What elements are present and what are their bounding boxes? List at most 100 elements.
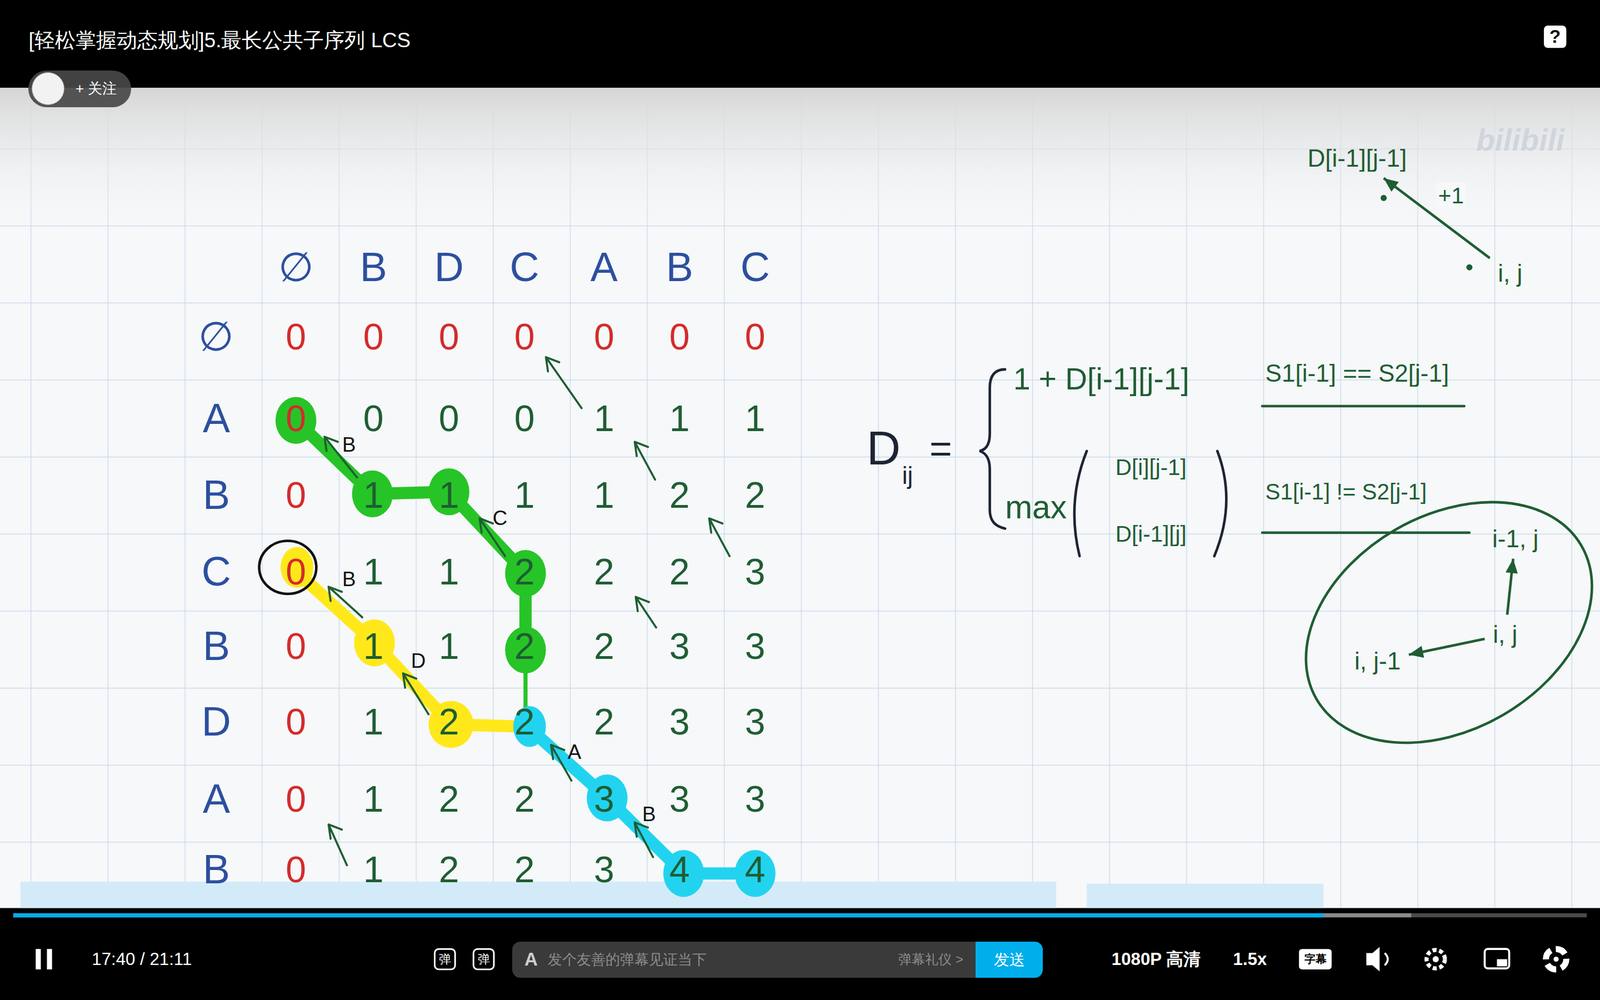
help-icon — [1543, 25, 1567, 48]
path-arrows — [324, 436, 653, 858]
row-header: A — [202, 775, 230, 823]
formula-condition: S1[i-1] != S2[j-1] — [1265, 478, 1428, 505]
avatar — [31, 72, 65, 105]
table-cell: 3 — [593, 848, 615, 891]
arrow-head — [1505, 558, 1518, 574]
title-bar — [0, 0, 1600, 88]
top-shade — [0, 87, 1600, 242]
cell-point: i-1, j — [1488, 522, 1543, 555]
arrow-letter: B — [342, 567, 357, 592]
formula-term: D[i][j-1] — [1115, 454, 1187, 480]
yellow-blobs — [280, 546, 474, 748]
table-cell: 2 — [593, 700, 615, 743]
subtitle-icon-text: 字幕 — [1304, 952, 1327, 966]
subtitle-band — [20, 881, 1057, 909]
table-cell: 2 — [514, 625, 535, 668]
speed-option: 1.5x — [1233, 949, 1268, 970]
node-subtext: 发个友善的弹幕见证当下 — [547, 950, 707, 970]
settings-hub — [1432, 956, 1439, 963]
cell-point: i, j — [1488, 618, 1522, 651]
arrow-letter: D — [411, 649, 427, 673]
arrow-letter: B — [642, 802, 657, 827]
neighbour-region — [1262, 453, 1600, 793]
table-cell: 2 — [438, 700, 460, 743]
formula-brace — [979, 369, 1005, 529]
arrow-head — [1408, 645, 1424, 658]
node-text: 发送 — [993, 949, 1025, 970]
table-cell: 0 — [745, 315, 766, 358]
formula-equals: = — [929, 426, 953, 472]
row-header: ∅ — [198, 313, 234, 360]
table-cell: 0 — [669, 315, 690, 358]
formula-symbol: D — [866, 422, 901, 477]
cell-point: i, j-1 — [1350, 645, 1405, 678]
table-cell: 2 — [593, 625, 615, 668]
table-cell: 2 — [514, 777, 535, 820]
row-header: B — [202, 622, 230, 669]
table-cell: 3 — [745, 777, 766, 820]
follow-button: + 关注 — [28, 70, 131, 108]
column-header: ∅ — [278, 243, 314, 291]
table-cell: 2 — [593, 550, 615, 593]
column-header: B — [360, 243, 388, 291]
table-cell: 3 — [745, 700, 766, 743]
cyan-blobs — [513, 706, 776, 897]
arrow-letter: C — [492, 506, 508, 530]
formula-term: D[i-1][j] — [1115, 520, 1187, 547]
condition-underlines — [1262, 406, 1470, 533]
table-cell: 3 — [593, 777, 615, 820]
help-icon-mark: ? — [1549, 26, 1561, 48]
formula-parentheses — [1074, 451, 1227, 557]
table-cell: 0 — [514, 397, 535, 440]
danmaku-input: A发个友善的弹幕见证当下弹幕礼仪 >发送 — [512, 941, 1043, 978]
table-cell: 3 — [669, 777, 690, 820]
subtitle-band — [1086, 883, 1324, 909]
column-header: C — [740, 243, 770, 291]
table-cell: 0 — [438, 315, 460, 358]
video-title: [轻松掌握动态规划]5.最长公共子序列 LCS — [28, 28, 411, 53]
node-text: D[i-1][j-1] — [1307, 144, 1407, 173]
edge-label: +1 — [1436, 182, 1466, 209]
table-cell: 0 — [285, 777, 307, 820]
quality-option: 1080P 高清 — [1111, 949, 1201, 970]
connector-arrow — [1408, 638, 1485, 658]
yellow-highlight — [293, 569, 523, 727]
table-cell: 0 — [285, 625, 307, 668]
extra-icon — [1546, 948, 1567, 970]
cell-point: i, j — [1493, 257, 1527, 290]
node-text: A — [524, 948, 538, 970]
node-text: i, j — [1492, 620, 1518, 649]
table-cell: 2 — [438, 848, 460, 891]
volume-icon — [1366, 946, 1380, 972]
connector-line — [1383, 178, 1490, 259]
connector-arrow — [1505, 558, 1518, 615]
connector-arrow — [1383, 178, 1490, 259]
progress-played — [13, 913, 1324, 918]
table-cell: 1 — [593, 397, 615, 440]
table-cell: 1 — [363, 473, 384, 517]
arrow-letter: A — [567, 740, 582, 764]
table-cell: 4 — [669, 848, 690, 891]
formula-max: max — [1005, 488, 1067, 527]
table-cell: 3 — [669, 700, 690, 743]
node-text: + 关注 — [75, 78, 117, 99]
arrow-head — [1383, 178, 1399, 192]
table-cell: 3 — [745, 550, 766, 593]
table-cell: 0 — [438, 397, 460, 440]
table-cell: 2 — [669, 550, 690, 593]
table-cell: 1 — [363, 848, 384, 891]
table-cell: 0 — [285, 315, 307, 358]
progress-track — [13, 913, 1587, 918]
table-cell: 0 — [285, 700, 307, 743]
arrow-letter: B — [342, 433, 357, 457]
extra-icon-hub — [1553, 956, 1559, 962]
highlight-blob — [275, 396, 317, 444]
danmaku-icon — [434, 948, 455, 970]
table-cell: 1 — [363, 700, 384, 743]
cell-dot — [1380, 195, 1387, 202]
table-cell: 2 — [669, 473, 690, 517]
column-header: A — [590, 243, 618, 291]
table-cell: 0 — [285, 550, 307, 593]
column-header: D — [434, 243, 464, 291]
